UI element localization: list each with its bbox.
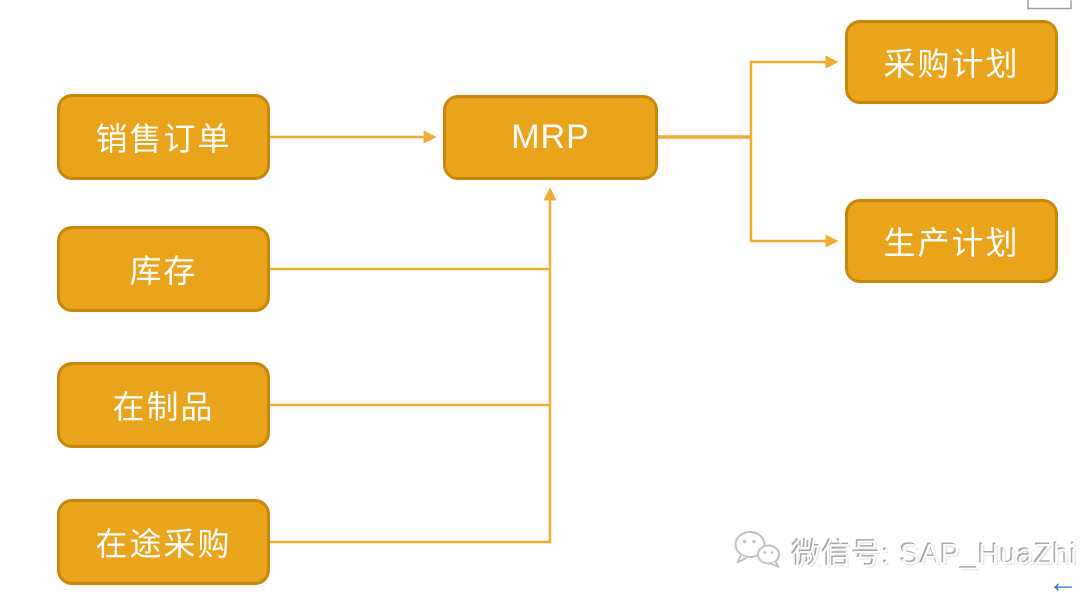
node-sales-order-label: 销售订单 [95, 121, 232, 157]
node-in-transit: 在途采购 [57, 499, 270, 585]
watermark-text: 微信号: SAP_HuaZhi [792, 538, 1078, 571]
node-mrp: MRP [443, 95, 658, 180]
node-wip: 在制品 [57, 362, 270, 448]
node-production-plan: 生产计划 [845, 199, 1058, 283]
node-sales-order: 销售订单 [57, 94, 270, 180]
wechat-icon [733, 528, 783, 575]
node-purchase-plan: 采购计划 [845, 20, 1058, 104]
cropped-frame-fragment [1027, 0, 1072, 10]
node-inventory: 库存 [57, 226, 270, 312]
node-inventory-label: 库存 [129, 253, 198, 289]
node-wip-label: 在制品 [112, 389, 215, 425]
node-production-plan-label: 生产计划 [883, 225, 1020, 261]
node-mrp-label: MRP [511, 118, 590, 156]
back-arrow-icon[interactable]: ← [1048, 566, 1078, 599]
watermark: 微信号: SAP_HuaZhi [733, 528, 1078, 575]
node-in-transit-label: 在途采购 [95, 526, 232, 562]
node-purchase-plan-label: 采购计划 [883, 46, 1020, 82]
